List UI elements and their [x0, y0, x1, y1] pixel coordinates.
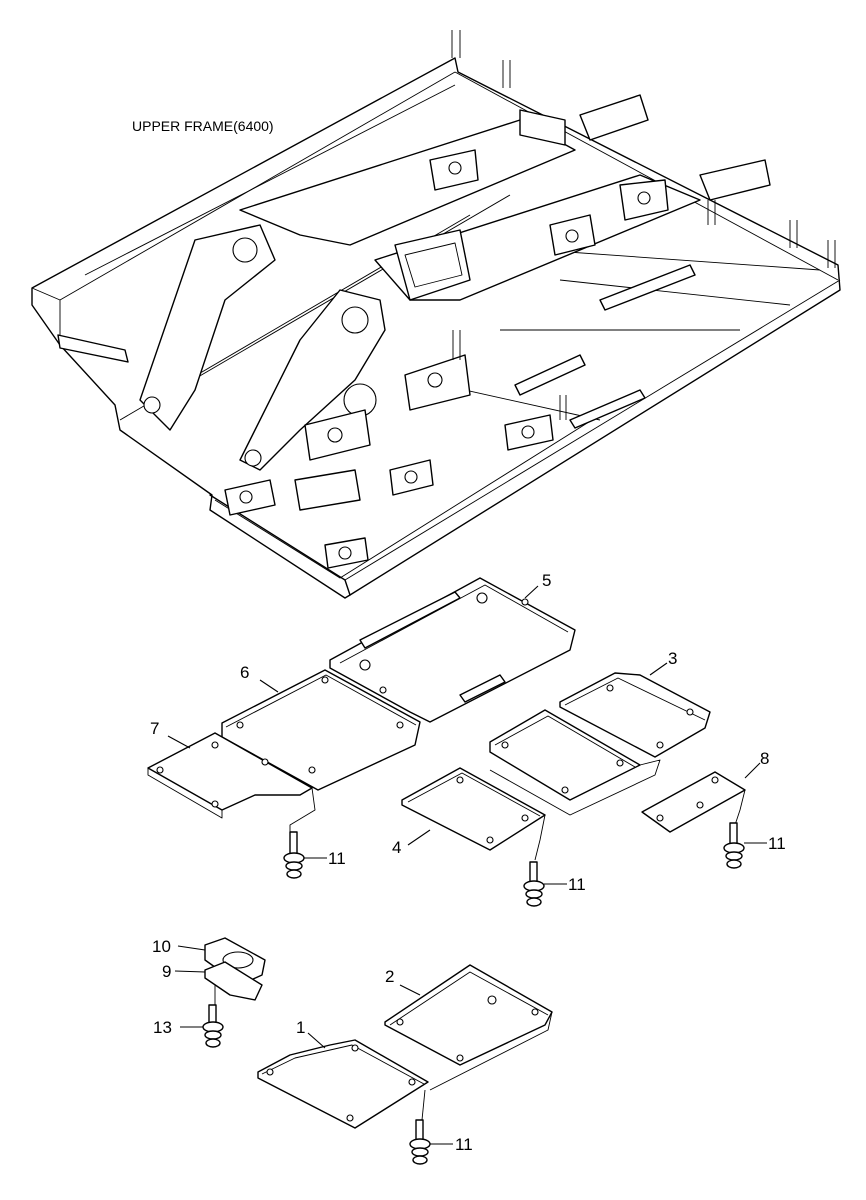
bolt-11-b: [523, 861, 545, 907]
upper-frame: [31, 30, 841, 599]
callout-11-c: 11: [768, 834, 786, 853]
callout-11-a: 11: [328, 849, 346, 868]
plate-3b: [489, 709, 661, 816]
gasket-9: [204, 961, 263, 1001]
callout-11-b: 11: [568, 875, 586, 894]
callout-4: 4: [392, 838, 401, 857]
bolt-11-d: [409, 1089, 431, 1165]
callout-5: 5: [542, 571, 551, 590]
plate-2: [384, 964, 553, 1091]
plate-3: [559, 672, 711, 758]
callout-10: 10: [152, 937, 171, 956]
callout-9: 9: [162, 962, 171, 981]
plate-4: [401, 767, 546, 861]
bolt-13: [202, 985, 224, 1048]
bolt-11-a: [283, 831, 305, 879]
bolt-11-c: [723, 822, 745, 869]
callout-3: 3: [668, 649, 677, 668]
plate-1: [257, 1039, 429, 1129]
callout-13: 13: [153, 1018, 172, 1037]
callout-6: 6: [240, 663, 249, 682]
plate-5: [329, 577, 576, 723]
callout-1: 1: [296, 1018, 305, 1037]
gasket-10: [204, 937, 266, 986]
callout-2: 2: [385, 967, 394, 986]
plate-7: [147, 732, 316, 840]
callout-7: 7: [150, 719, 159, 738]
plate-8: [641, 771, 746, 833]
leader-lines: [167, 585, 767, 1145]
callout-8: 8: [760, 749, 769, 768]
frame-title: UPPER FRAME(6400): [132, 118, 274, 134]
callout-11-d: 11: [455, 1135, 473, 1154]
